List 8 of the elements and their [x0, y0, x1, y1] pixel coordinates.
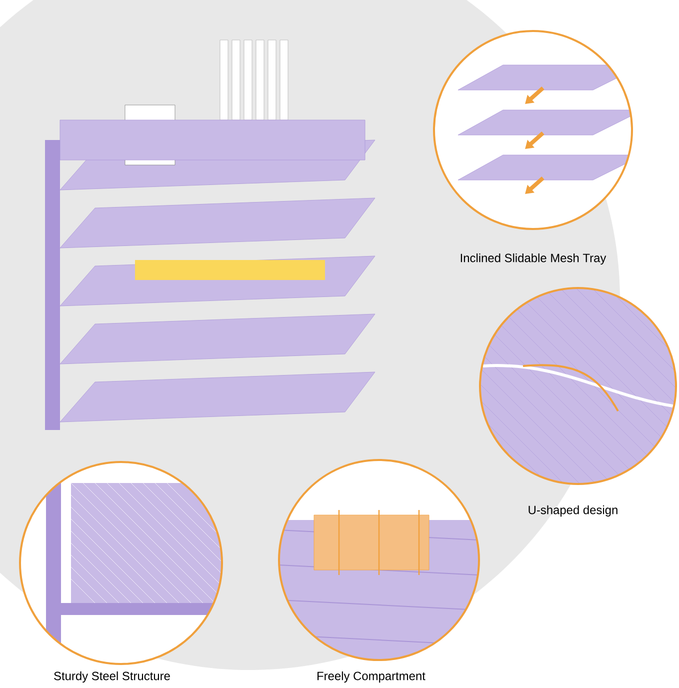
node-label: U-shaped design	[528, 505, 618, 517]
node-label: Inclined Slidable Mesh Tray	[460, 253, 606, 265]
node-label: Sturdy Steel Structure	[54, 671, 170, 683]
inset-photo	[278, 459, 480, 661]
organizer-drawing	[45, 40, 376, 430]
node-label: Freely Compartment	[318, 671, 426, 683]
inset-photo	[19, 461, 223, 665]
inset-photo	[433, 30, 633, 230]
